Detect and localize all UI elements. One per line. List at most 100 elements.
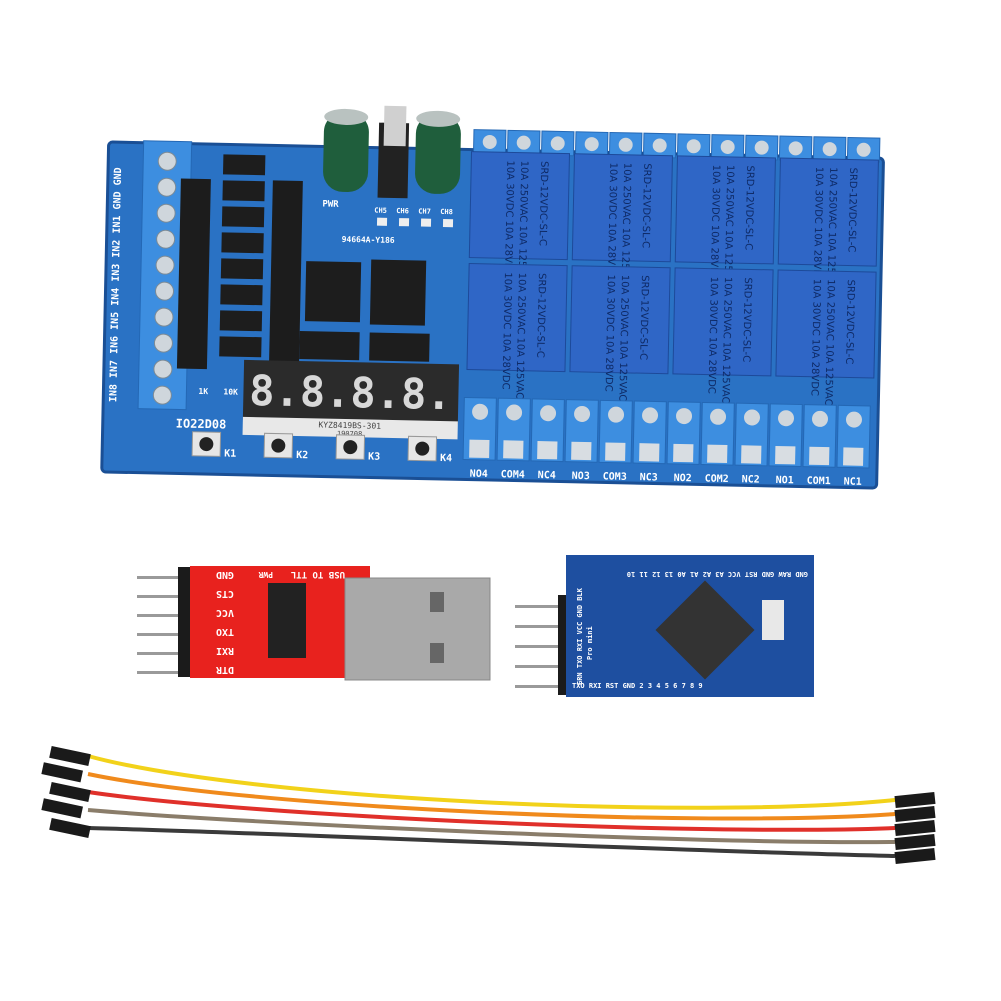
pin-label-cts: CTS bbox=[216, 588, 234, 599]
relay bbox=[775, 269, 877, 379]
relay-model: SRD-12VDC-SL-C bbox=[740, 277, 753, 362]
ic-chip bbox=[268, 583, 306, 658]
input-labels: IN8 IN7 IN6 IN5 IN4 IN3 IN2 IN1 GND GND bbox=[108, 167, 124, 402]
terminal-label-com3: COM3 bbox=[603, 471, 627, 483]
screw bbox=[155, 255, 175, 275]
wire-clamp bbox=[707, 444, 728, 463]
button-label: K3 bbox=[368, 451, 380, 462]
relay-rating: 10A 30VDC 10A 28VDC bbox=[605, 162, 618, 279]
wire-clamp bbox=[775, 446, 796, 465]
wire-clamp bbox=[605, 442, 626, 461]
chip-label: 94664A-Y186 bbox=[342, 235, 395, 245]
usb-ttl-title: USB TO TTL bbox=[290, 569, 345, 579]
relay-rating: 10A 30VDC 10A 28VDC bbox=[706, 277, 719, 394]
screw bbox=[506, 404, 523, 421]
resistor-label: 1K bbox=[198, 387, 208, 396]
dupont-connector bbox=[894, 805, 936, 823]
screw bbox=[153, 333, 173, 353]
relay-model: SRD-12VDC-SL-C bbox=[534, 273, 547, 358]
terminal-label-no4: NO4 bbox=[470, 469, 488, 480]
ic-chip bbox=[299, 331, 360, 361]
screw bbox=[153, 359, 173, 379]
optocoupler bbox=[219, 310, 263, 332]
button-label: K2 bbox=[296, 450, 308, 461]
wire bbox=[87, 826, 896, 858]
microcontroller-chip bbox=[655, 580, 755, 680]
screw bbox=[155, 281, 175, 301]
header-pin bbox=[137, 614, 182, 617]
dupont-connector bbox=[49, 781, 91, 803]
ic-chip bbox=[304, 261, 362, 323]
header-pin bbox=[515, 665, 563, 668]
screw bbox=[744, 409, 761, 426]
board-name: Pro mini bbox=[586, 626, 594, 660]
wire bbox=[87, 772, 896, 821]
relay-rating: 10A 250VAC 10A 125VAC bbox=[825, 167, 839, 294]
led-label: CH8 bbox=[440, 208, 453, 216]
screw bbox=[856, 142, 871, 157]
wire bbox=[87, 808, 896, 845]
screw bbox=[710, 408, 727, 425]
led-label: CH5 bbox=[374, 207, 387, 215]
relay-model: SRD-12VDC-SL-C bbox=[637, 275, 650, 360]
reset-button bbox=[762, 600, 784, 640]
wire-clamp bbox=[503, 440, 524, 459]
header-pin bbox=[137, 671, 182, 674]
screw bbox=[516, 135, 531, 150]
pin-header bbox=[178, 567, 190, 677]
dupont-connector bbox=[894, 791, 936, 809]
board-model-label: IO22D08 bbox=[176, 416, 227, 431]
terminal-label-no1: NO1 bbox=[776, 475, 794, 486]
relay bbox=[777, 157, 879, 267]
relay bbox=[672, 267, 774, 377]
relay-rating: 10A 250VAC 10A 125VAC bbox=[722, 165, 736, 292]
screw bbox=[754, 140, 769, 155]
wire-clamp bbox=[741, 445, 762, 464]
header-pin bbox=[137, 633, 182, 636]
wire bbox=[87, 790, 896, 832]
led-label: CH6 bbox=[396, 207, 409, 215]
button-label: K1 bbox=[224, 448, 236, 459]
top-pin-labels: GND RAW GND RST VCC A3 A2 A1 A0 13 12 11… bbox=[627, 570, 808, 578]
wire-clamp bbox=[639, 443, 660, 462]
screw bbox=[778, 410, 795, 427]
optocoupler bbox=[221, 206, 265, 228]
screw bbox=[157, 151, 177, 171]
screw bbox=[472, 403, 489, 420]
led bbox=[442, 218, 454, 228]
relay bbox=[674, 155, 776, 265]
pin-header bbox=[268, 180, 303, 372]
header-pin bbox=[515, 645, 563, 648]
header-pin bbox=[137, 595, 182, 598]
relay-rating: 10A 250VAC 10A 125VAC bbox=[619, 163, 633, 290]
pin-label-vcc: VCC bbox=[216, 607, 234, 618]
ic-chip bbox=[369, 332, 430, 362]
dupont-connector bbox=[49, 817, 91, 839]
relay-rating: 10A 30VDC 10A 28VDC bbox=[603, 274, 616, 391]
pwr-label: PWR bbox=[322, 199, 339, 209]
relay-model: SRD-12VDC-SL-C bbox=[640, 163, 653, 248]
led bbox=[398, 218, 410, 227]
screw bbox=[822, 142, 837, 157]
relay-rating: 10A 30VDC 10A 28VDC bbox=[500, 272, 513, 389]
usb-a-plug bbox=[344, 577, 491, 681]
terminal-label-no2: NO2 bbox=[674, 473, 692, 484]
screw bbox=[156, 229, 176, 249]
header-pin bbox=[137, 652, 182, 655]
button-cap bbox=[271, 438, 286, 453]
side-pin-labels: GRN TXO RXI VCC GND BLK bbox=[576, 587, 584, 685]
terminal-label-com1: COM1 bbox=[807, 476, 831, 488]
header-pin bbox=[515, 605, 563, 608]
pin-label-dtr: DTR bbox=[215, 664, 234, 675]
dupont-connector bbox=[894, 833, 936, 851]
button-cap bbox=[199, 437, 214, 452]
pwr-label: PWR bbox=[258, 570, 273, 579]
relay-model: SRD-12VDC-SL-C bbox=[537, 161, 550, 246]
led bbox=[420, 218, 432, 227]
relay-model: SRD-12VDC-SL-C bbox=[845, 167, 858, 252]
relay bbox=[468, 151, 571, 261]
header-pin bbox=[137, 576, 182, 579]
terminal-label-no3: NO3 bbox=[572, 471, 590, 482]
jumper-wires bbox=[41, 745, 936, 865]
